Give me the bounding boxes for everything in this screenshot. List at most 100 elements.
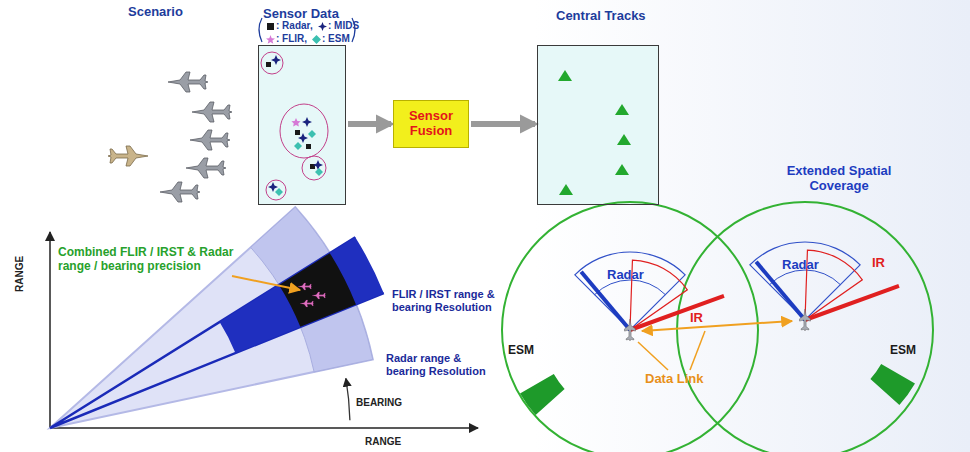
drawing-line: [690, 331, 705, 370]
drawing-circle: [302, 156, 326, 180]
swatch-shape: [266, 35, 275, 44]
drawing-path: [271, 55, 281, 65]
drawing-line: [50, 427, 478, 429]
drawing-path: [275, 188, 283, 196]
drawing-g: [160, 72, 232, 202]
drawing-path: [315, 168, 323, 176]
sensor-data-box: Sensor Data: [258, 45, 346, 205]
drawing-polygon: [558, 70, 572, 81]
swatch-shape: [267, 23, 274, 30]
drawing-path: [595, 280, 666, 295]
fusion-box: Sensor Fusion: [393, 100, 469, 148]
swatch-shape: [318, 22, 327, 31]
drawing-polygon: [559, 184, 573, 195]
drawing-g: [266, 55, 323, 196]
drawing-rect: [295, 130, 300, 135]
drawing-g: [625, 319, 636, 341]
drawing-rect: [306, 144, 311, 149]
text-label: IR: [690, 311, 703, 326]
text-label: IR: [872, 256, 885, 271]
text-label: ESM: [890, 344, 916, 358]
drawing-rect: [258, 45, 346, 205]
drawing-path: [308, 130, 316, 138]
legend-text: : ESM: [322, 33, 350, 44]
drawing-use: [192, 102, 232, 122]
box-label: Sensor Fusion: [397, 109, 465, 139]
drawing-use: [312, 292, 326, 299]
legend-swatch: [266, 35, 275, 44]
flow-arrow: [348, 121, 391, 127]
drawing-circle: [502, 202, 758, 452]
text-label: RANGE: [365, 436, 401, 448]
legend-swatch: [312, 35, 321, 44]
drawing-polygon: [615, 164, 629, 175]
drawing-g: [558, 70, 631, 195]
drawing-circle: [261, 52, 283, 74]
drawing-path: [805, 286, 899, 320]
drawing-rect: [537, 45, 659, 205]
drawing-path: [294, 142, 302, 150]
legend-text: : FLIR,: [276, 33, 307, 44]
box-heading: Central Tracks: [556, 8, 646, 23]
drawing-use: [108, 146, 148, 166]
text-label: Extended Spatial Coverage: [780, 164, 898, 194]
drawing-ellipse: [280, 104, 328, 158]
drawing-path: [302, 117, 312, 127]
drawing-use: [625, 319, 636, 341]
swatch-shape: [312, 35, 321, 44]
drawing-rect: [266, 62, 271, 67]
box-heading: Sensor Data: [263, 6, 339, 21]
legend-text: : Radar,: [276, 20, 313, 31]
drawing-line: [638, 342, 668, 370]
drawing-polygon: [617, 134, 631, 145]
drawing-path: [346, 378, 350, 420]
drawing-path: [279, 253, 356, 327]
text-label: RANGE: [14, 256, 26, 292]
drawing-path: [50, 237, 384, 428]
drawing-path: [520, 374, 565, 415]
drawing-g: [625, 309, 811, 341]
drawing-use: [300, 300, 314, 307]
text-label: Radar: [782, 258, 819, 273]
drawing-g: [800, 309, 811, 331]
drawing-circle: [266, 180, 286, 200]
drawing-use: [168, 72, 208, 92]
drawing-g: [298, 283, 326, 307]
drawing-use: [298, 283, 312, 290]
text-label: Data Link: [645, 372, 704, 387]
drawing-line: [642, 321, 792, 331]
text-label: Scenario: [128, 5, 183, 20]
text-label: Combined FLIR / IRST & Radar range / bea…: [58, 246, 238, 274]
drawing-polygon: [615, 104, 629, 115]
text-label: Radar: [607, 268, 644, 283]
drawing-path: [870, 364, 915, 405]
tracks-box: Central Tracks: [537, 45, 659, 205]
legend-swatch: [266, 22, 275, 31]
drawing-use: [186, 158, 226, 178]
text-label: BEARING: [356, 397, 402, 409]
text-label: ESM: [508, 344, 534, 358]
text-label: FLIR / IRST range & bearing Resolution: [392, 288, 502, 313]
drawing-path: [291, 118, 300, 127]
drawing-path: [298, 133, 308, 143]
drawing-use: [160, 182, 200, 202]
drawing-use: [800, 309, 811, 331]
drawing-path: [313, 160, 323, 170]
drawing-path: [220, 237, 384, 353]
legend-swatch: [318, 22, 327, 31]
drawing-use: [190, 130, 230, 150]
drawing-path: [259, 18, 262, 42]
drawing-g: [261, 52, 328, 200]
drawing-path: [630, 296, 724, 330]
drawing-line: [49, 232, 51, 428]
drawing-path: [770, 270, 841, 285]
flow-arrow: [471, 121, 535, 127]
text-label: Radar range & bearing Resolution: [386, 352, 496, 377]
drawing-line: [232, 276, 300, 290]
drawing-g: [108, 146, 148, 166]
legend-text: : MIDS: [328, 20, 359, 31]
